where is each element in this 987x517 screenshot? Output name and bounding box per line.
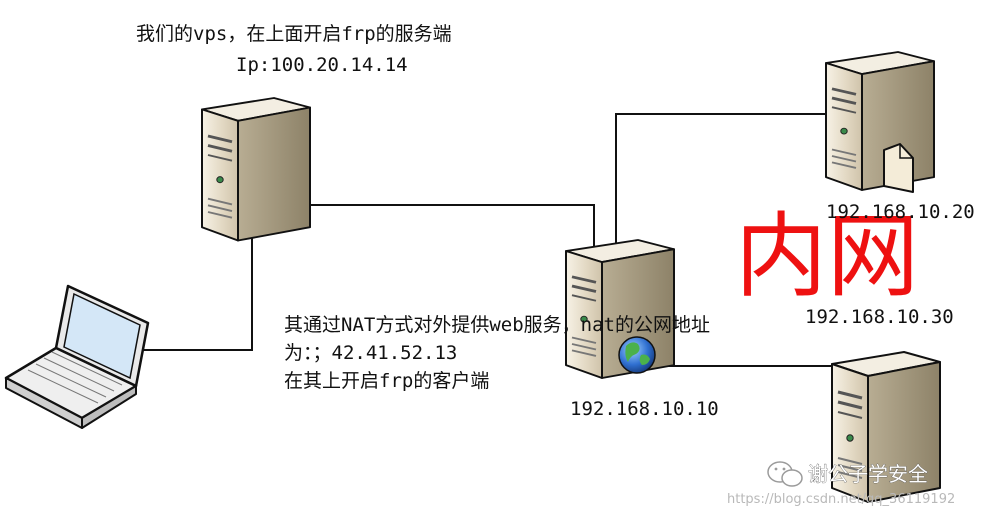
watermark: 谢公子学安全 https://blog.csdn.net/qq_36119192 — [727, 461, 955, 507]
vps-ip-label: Ip:100.20.14.14 — [236, 54, 408, 76]
nat-description-line1: 其通过NAT方式对外提供web服务，nat的公网地址 — [284, 314, 710, 336]
server-30-ip-label: 192.168.10.30 — [805, 306, 954, 328]
link-laptop-to-vps — [140, 232, 253, 351]
link-nat-host-to-server-20 — [615, 113, 832, 262]
watermark-url: https://blog.csdn.net/qq_36119192 — [727, 492, 955, 507]
document-icon — [883, 143, 914, 193]
globe-icon — [618, 336, 656, 374]
intranet-server-20-icon — [824, 50, 936, 192]
link-vps-to-nat-host — [305, 204, 595, 262]
laptop-icon — [4, 284, 150, 429]
nat-description-line2: 为：；42.41.52.13 — [284, 342, 457, 364]
watermark-account: 谢公子学安全 — [808, 462, 928, 486]
nat-description-line3: 在其上开启frp的客户端 — [284, 370, 489, 392]
vps-server-icon — [200, 96, 312, 242]
nat-host-ip-label: 192.168.10.10 — [570, 398, 719, 420]
intranet-label: 内网 — [735, 203, 919, 310]
wechat-icon — [767, 461, 803, 487]
vps-caption: 我们的vps，在上面开启frp的服务端 — [136, 23, 452, 45]
server-20-ip-label: 192.168.10.20 — [826, 201, 975, 223]
